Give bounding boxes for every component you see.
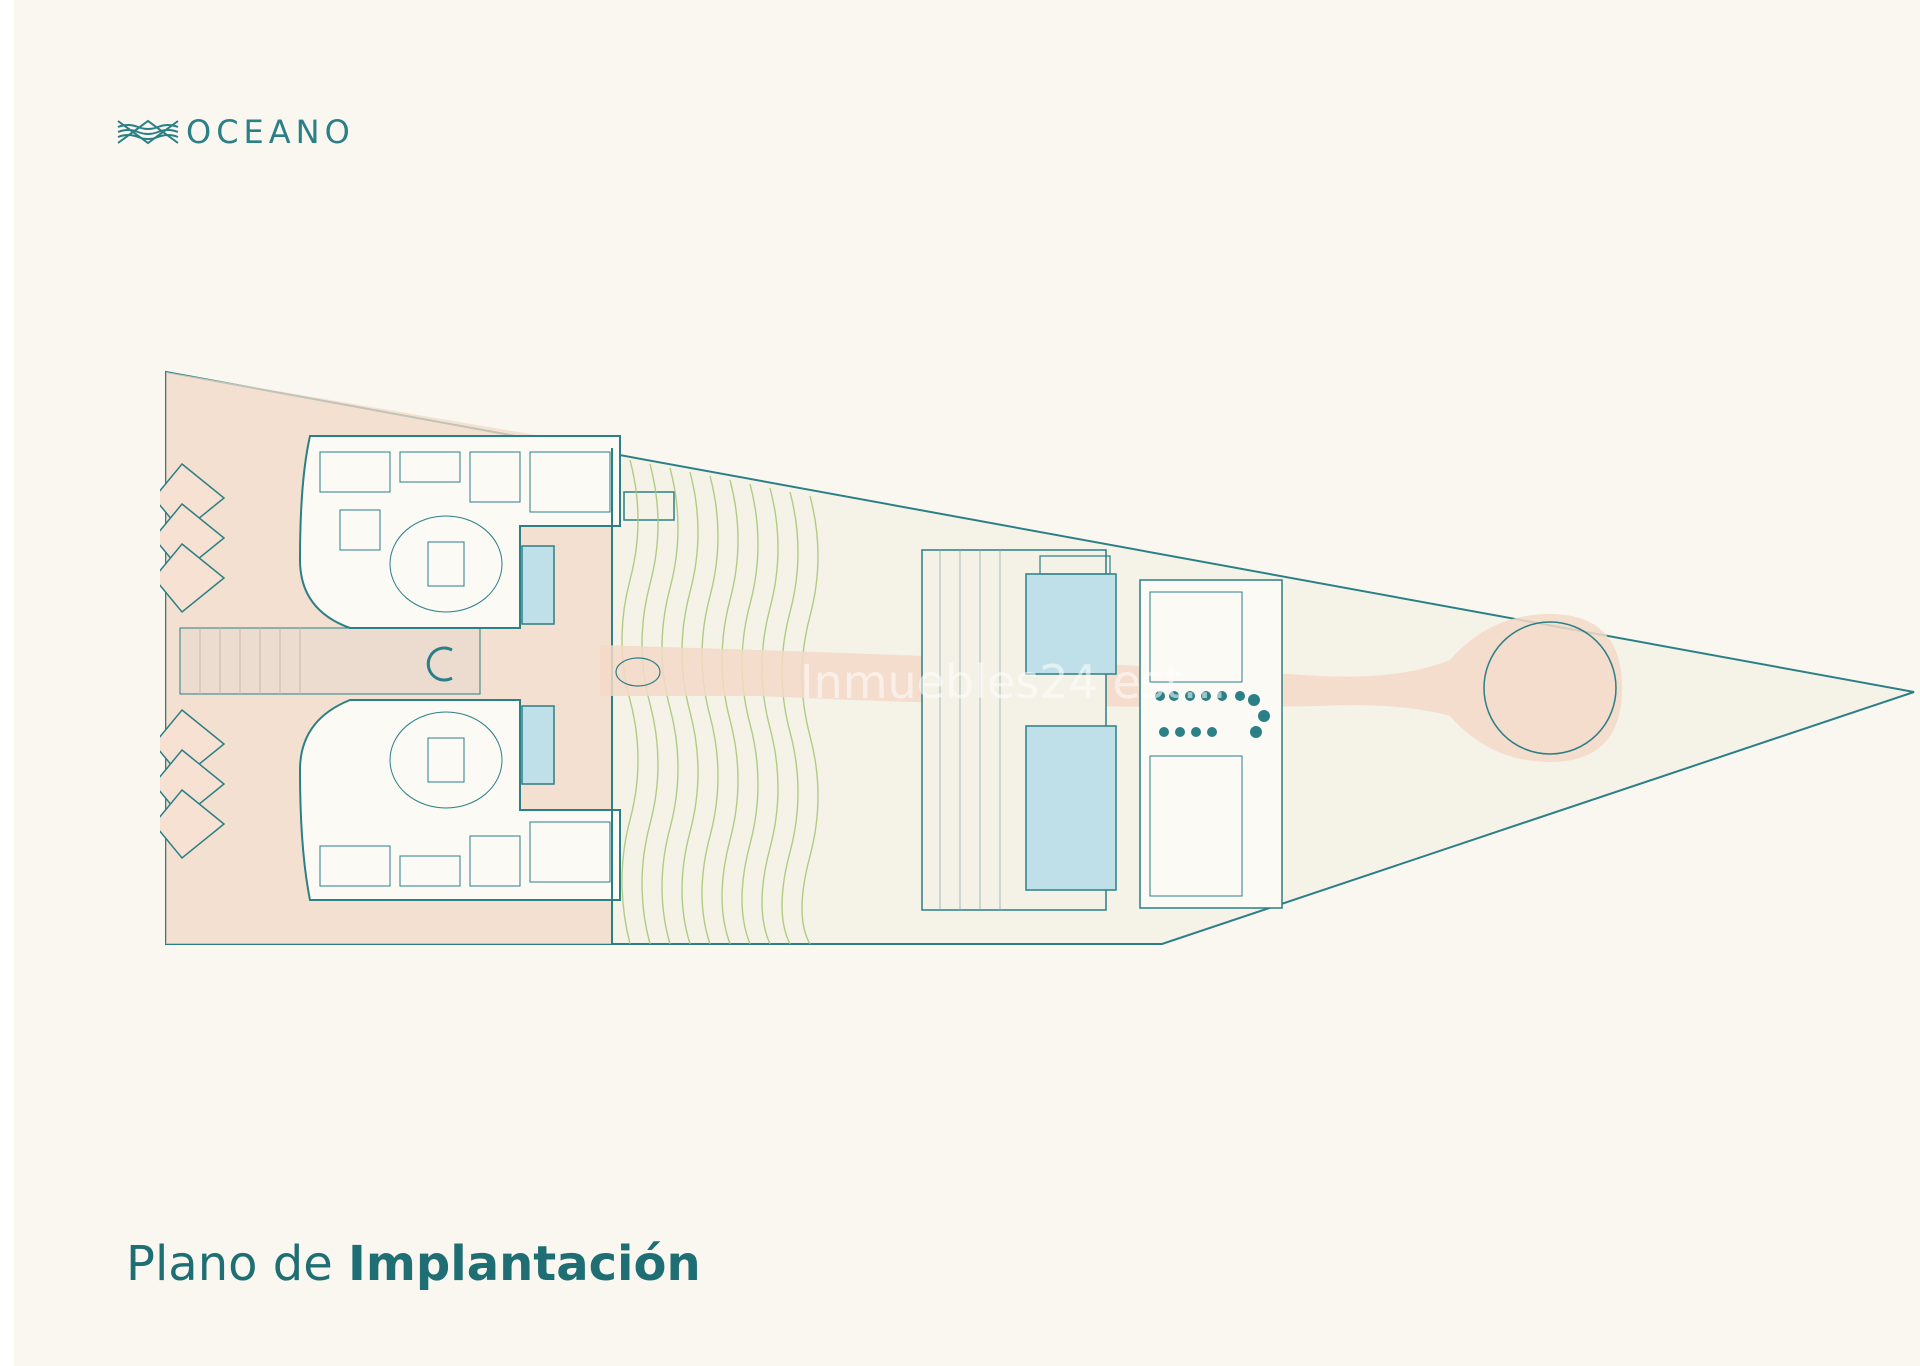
cabanas-bottom bbox=[160, 708, 226, 860]
page-title: Plano de Implantación bbox=[126, 1240, 701, 1288]
pool-north bbox=[521, 545, 555, 625]
site-plan: Inmuebles24 est... bbox=[160, 370, 1915, 945]
trees bbox=[1155, 691, 1270, 738]
waves-logo-icon bbox=[116, 117, 180, 147]
pool-south bbox=[521, 705, 555, 785]
cul-de-sac bbox=[1483, 621, 1617, 755]
brand-logo: OCEANO bbox=[116, 112, 355, 152]
lobby-symbol bbox=[426, 646, 453, 682]
brand-name: OCEANO bbox=[186, 113, 355, 151]
building-right bbox=[1139, 579, 1283, 909]
page-title-part2: Implantación bbox=[348, 1236, 701, 1292]
page-title-part1: Plano de bbox=[126, 1236, 333, 1292]
entry-walkway bbox=[179, 627, 481, 695]
cabanas-top bbox=[160, 462, 226, 614]
watermark: Inmuebles24 est... bbox=[800, 655, 1227, 709]
page-edge bbox=[0, 0, 14, 1366]
building-top bbox=[298, 435, 621, 629]
pool-main-south bbox=[1025, 725, 1117, 891]
vegetation bbox=[621, 459, 819, 945]
central-pathway bbox=[600, 614, 1622, 762]
building-bottom bbox=[298, 699, 621, 901]
